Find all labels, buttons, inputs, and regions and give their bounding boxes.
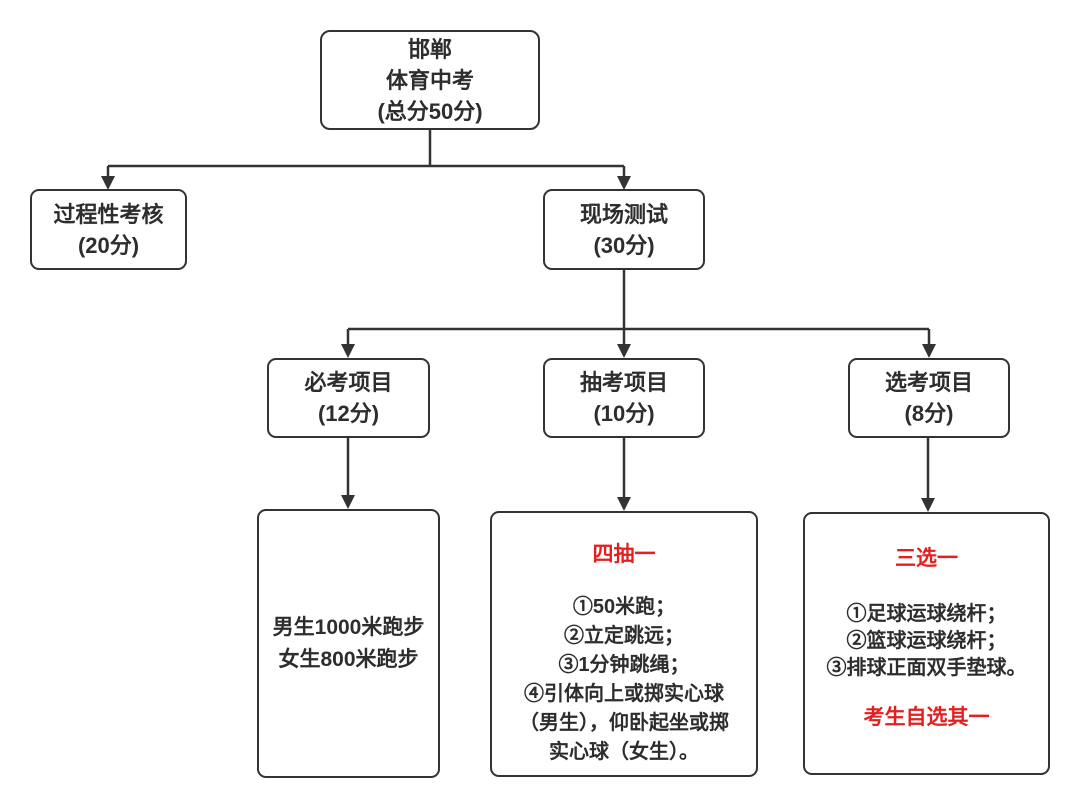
elective-item-1: ①足球运球绕杆； [846, 603, 1007, 625]
node-drawn-score: (10分) [593, 401, 655, 426]
elective-detail-title: 三选一 [895, 547, 958, 570]
node-required-detail: 男生1000米跑步 女生800米跑步 [257, 509, 440, 778]
node-onsite-label: 现场测试 [579, 201, 668, 227]
drawn-item-2: ②立定跳远； [564, 625, 684, 647]
node-process-label: 过程性考核 [53, 201, 164, 227]
arrowhead-required [341, 344, 355, 358]
node-elective-score: (8分) [904, 401, 954, 426]
arrowhead-process [101, 176, 115, 190]
node-elective-label: 选考项目 [884, 370, 973, 395]
node-required-events: 必考项目 (12分) [267, 358, 430, 438]
drawn-item-1: ①50米跑； [572, 596, 676, 618]
node-root-score: (总分50分) [377, 98, 483, 124]
elective-item-2: ②篮球运球绕杆； [846, 630, 1007, 652]
node-root-line2: 体育中考 [385, 67, 474, 93]
drawn-item-4: ④引体向上或掷实心球（男生），仰卧起坐或掷实心球（女生）。 [519, 683, 729, 763]
node-process-assessment: 过程性考核 (20分) [30, 189, 187, 270]
node-elective-events: 选考项目 (8分) [848, 358, 1010, 438]
node-drawn-label: 抽考项目 [579, 370, 668, 395]
drawn-item-3: ③1分钟跳绳； [558, 654, 690, 676]
drawn-detail-items: ①50米跑； ②立定跳远； ③1分钟跳绳； ④引体向上或掷实心球（男生），仰卧起… [516, 593, 732, 767]
connector-paths [106, 130, 931, 499]
required-detail-girls: 女生800米跑步 [278, 647, 419, 671]
arrowhead-drawn-detail [617, 497, 631, 511]
node-required-label: 必考项目 [304, 370, 393, 395]
arrowhead-required-detail [341, 495, 355, 509]
node-root-line1: 邯郸 [407, 36, 452, 62]
required-detail-boys: 男生1000米跑步 [272, 615, 425, 639]
node-root-exam: 邯郸 体育中考 (总分50分) [320, 30, 540, 130]
elective-item-3: ③排球正面双手垫球。 [826, 657, 1027, 679]
node-drawn-detail: 四抽一 ①50米跑； ②立定跳远； ③1分钟跳绳； ④引体向上或掷实心球（男生）… [490, 511, 758, 777]
elective-detail-footer: 考生自选其一 [863, 706, 990, 729]
elective-detail-items: ①足球运球绕杆； ②篮球运球绕杆； ③排球正面双手垫球。 [827, 601, 1027, 682]
arrowhead-elective [922, 344, 936, 358]
drawn-detail-title: 四抽一 [592, 543, 656, 566]
arrowhead-onsite [617, 176, 631, 190]
node-drawn-events: 抽考项目 (10分) [543, 358, 705, 438]
node-process-score: (20分) [77, 232, 140, 258]
arrowhead-elective-detail [921, 498, 935, 512]
connector-arrowheads [101, 176, 936, 512]
node-onsite-score: (30分) [593, 232, 655, 258]
node-onsite-test: 现场测试 (30分) [543, 189, 705, 270]
node-elective-detail: 三选一 ①足球运球绕杆； ②篮球运球绕杆； ③排球正面双手垫球。 考生自选其一 [803, 512, 1050, 775]
arrowhead-drawn [617, 344, 631, 358]
node-required-score: (12分) [317, 401, 380, 426]
